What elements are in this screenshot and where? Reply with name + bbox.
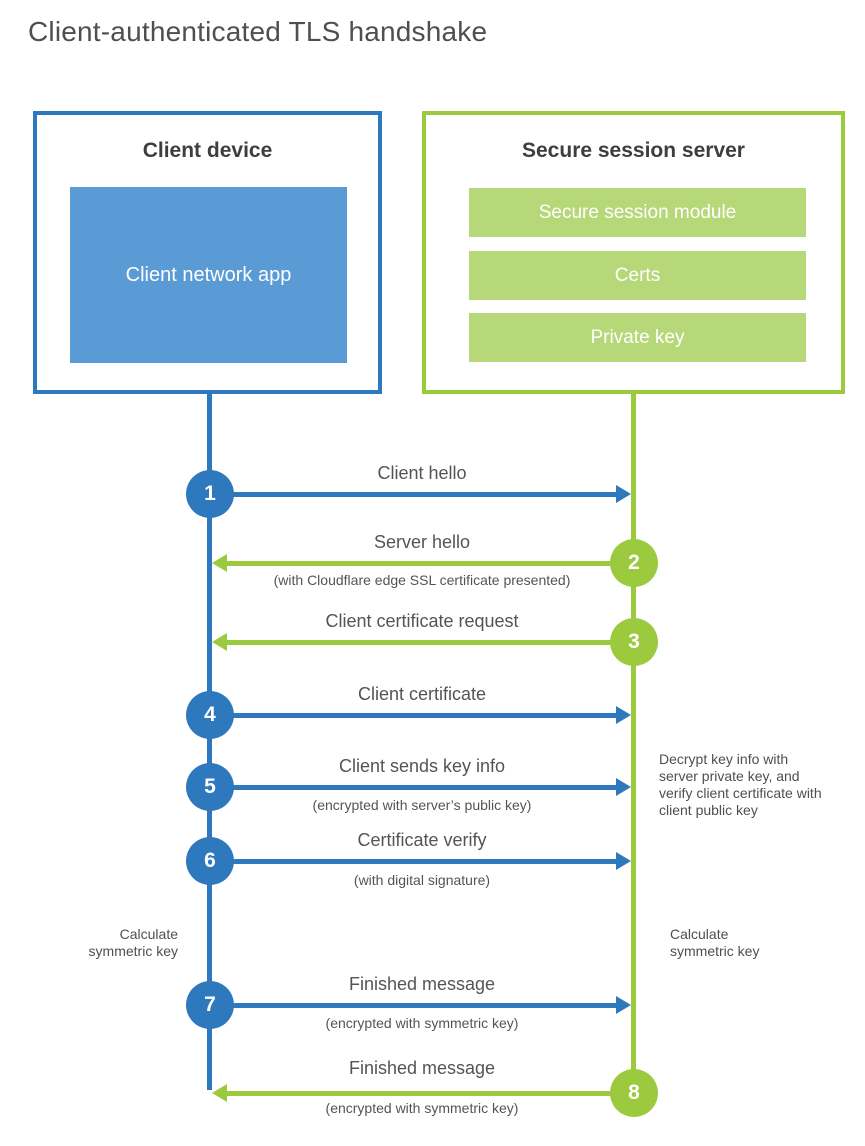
client-device-title: Client device (142, 139, 273, 162)
server-module-private-key: Private key (469, 313, 806, 362)
step-5-arrowhead-icon (616, 778, 631, 796)
client-lifeline (207, 392, 212, 1090)
step-8-sublabel: (encrypted with symmetric key) (325, 1100, 519, 1116)
step-1-number-badge: 1 (186, 470, 234, 518)
step-2-number-badge: 2 (610, 539, 658, 587)
step-6-arrow-line (232, 859, 618, 864)
step-7-sublabel: (encrypted with symmetric key) (325, 1015, 519, 1031)
step-4-arrowhead-icon (616, 706, 631, 724)
server-module-secure-session: Secure session module (469, 188, 806, 237)
page-title: Client-authenticated TLS handshake (28, 16, 488, 47)
secure-session-server-title: Secure session server (522, 139, 745, 162)
step-2-label: Server hello (373, 532, 471, 552)
step-1-arrowhead-icon (616, 485, 631, 503)
step-4-number-badge: 4 (186, 691, 234, 739)
step-1-label: Client hello (377, 463, 467, 483)
step-2-arrowhead-icon (212, 554, 227, 572)
client-network-app-label: Client network app (125, 264, 292, 286)
secure-session-server-box: Secure session server Secure session mod… (422, 111, 845, 394)
step-5-sublabel: (encrypted with server’s public key) (312, 797, 532, 813)
step-6-arrowhead-icon (616, 852, 631, 870)
step-1-arrow-line (232, 492, 618, 497)
step-3-label: Client certificate request (325, 611, 519, 631)
step-3-number-badge: 3 (610, 618, 658, 666)
step-7-number-badge: 7 (186, 981, 234, 1029)
step-6-sublabel: (with digital signature) (353, 872, 491, 888)
calculate-symmetric-key-note-client: Calculate symmetric key (88, 926, 178, 959)
step-7-arrowhead-icon (616, 996, 631, 1014)
step-8-arrowhead-icon (212, 1084, 227, 1102)
step-6-number-badge: 6 (186, 837, 234, 885)
step-6-label: Certificate verify (357, 830, 487, 850)
decrypt-key-info-note: Decrypt key info with server private key… (659, 751, 822, 818)
step-3-arrowhead-icon (212, 633, 227, 651)
step-2-arrow-line (227, 561, 614, 566)
step-4-arrow-line (232, 713, 618, 718)
step-5-number-badge: 5 (186, 763, 234, 811)
step-4-label: Client certificate (357, 684, 487, 704)
client-network-app-box: Client network app (70, 187, 347, 363)
step-8-arrow-line (227, 1091, 614, 1096)
step-2-sublabel: (with Cloudflare edge SSL certificate pr… (273, 572, 571, 588)
server-lifeline (631, 392, 636, 1093)
step-3-arrow-line (227, 640, 614, 645)
step-7-arrow-line (232, 1003, 618, 1008)
client-device-box: Client device Client network app (33, 111, 382, 394)
calculate-symmetric-key-note-server: Calculate symmetric key (670, 926, 760, 959)
step-7-label: Finished message (348, 974, 496, 994)
step-8-label: Finished message (348, 1058, 496, 1078)
step-5-label: Client sends key info (338, 756, 506, 776)
step-8-number-badge: 8 (610, 1069, 658, 1117)
server-module-certs: Certs (469, 251, 806, 300)
step-5-arrow-line (232, 785, 618, 790)
